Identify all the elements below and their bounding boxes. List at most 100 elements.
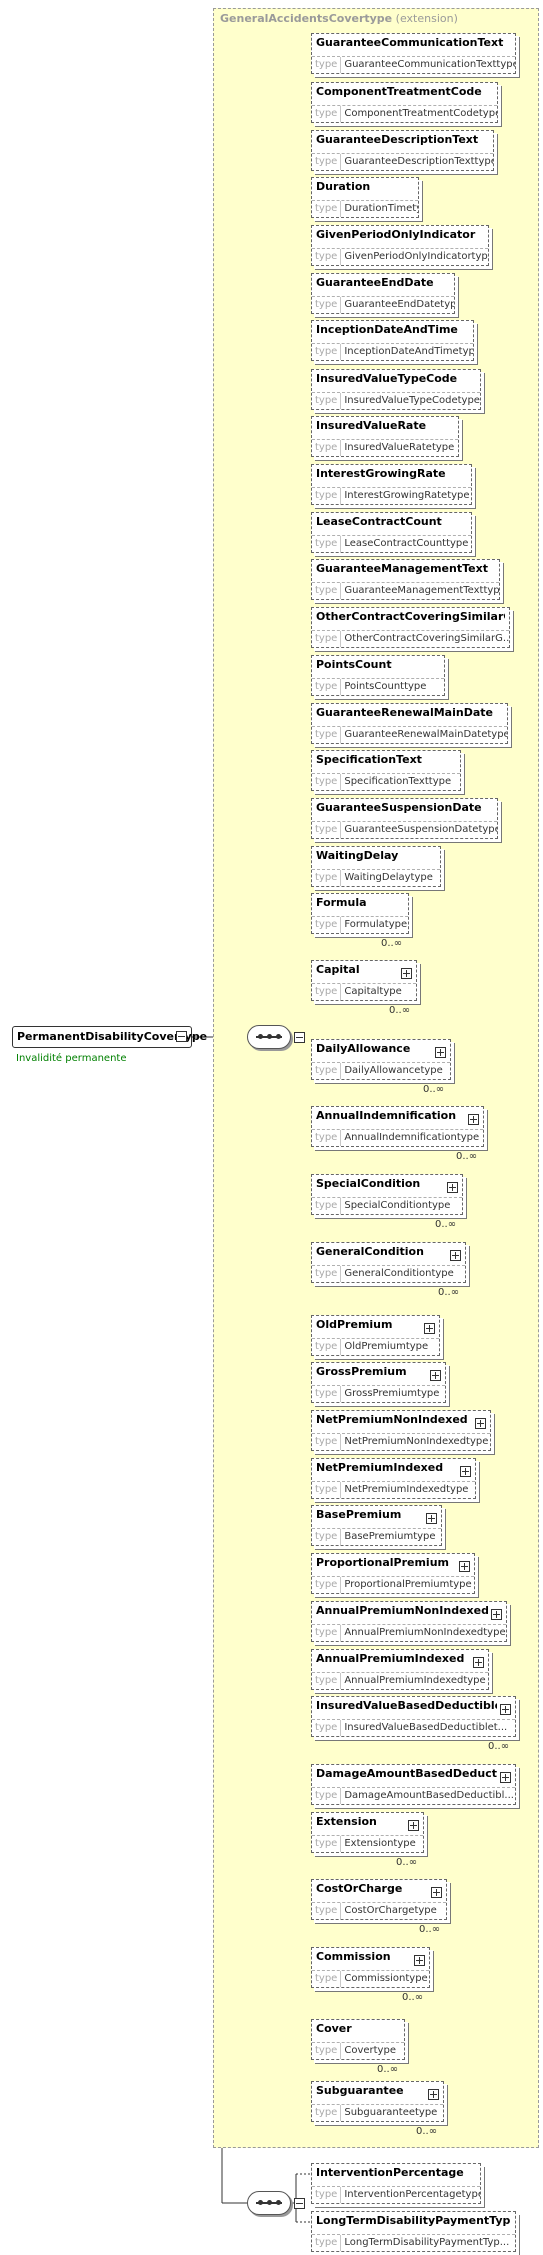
expand-icon[interactable]	[473, 1657, 484, 1668]
element-type-value: GuaranteeEndDatetype	[344, 299, 454, 310]
element-type-value: InceptionDateAndTimetype	[344, 346, 473, 357]
element-type-value: LongTermDisabilityPaymentTyp...	[344, 2237, 510, 2248]
element-name: Duration	[316, 180, 371, 193]
element-type-value: PointsCounttype	[344, 681, 427, 692]
expand-icon[interactable]	[401, 968, 412, 979]
expand-icon[interactable]	[468, 1114, 479, 1125]
element-name: GivenPeriodOnlyIndicator	[316, 228, 476, 241]
expand-icon[interactable]	[491, 1609, 502, 1620]
expand-icon[interactable]	[430, 1370, 441, 1381]
expand-icon[interactable]	[447, 1182, 458, 1193]
element-name: GrossPremium	[316, 1365, 407, 1378]
expand-icon[interactable]	[428, 2089, 439, 2100]
expand-icon[interactable]	[431, 1887, 442, 1898]
expand-icon[interactable]	[459, 1561, 470, 1572]
expand-icon[interactable]	[426, 1513, 437, 1524]
occurrence-label: 0..∞	[423, 1084, 445, 1095]
element-name: InterestGrowingRate	[316, 467, 446, 480]
element-name: GuaranteeCommunicationText	[316, 36, 504, 49]
type-key-label: type	[312, 917, 342, 933]
expand-icon[interactable]	[435, 1047, 446, 1058]
element-name: AnnualPremiumNonIndexed	[316, 1604, 488, 1617]
element-type-value: CostOrChargetype	[344, 1905, 437, 1916]
sequence-compositor-main[interactable]	[247, 1025, 291, 1049]
sequence-collapse-icon[interactable]	[294, 1032, 305, 1043]
occurrence-label: 0..∞	[381, 938, 403, 949]
element-name: GuaranteeRenewalMainDate	[316, 706, 493, 719]
element-name: PointsCount	[316, 658, 392, 671]
element-type-value: BasePremiumtype	[344, 1531, 436, 1542]
sequence-own-collapse-icon[interactable]	[294, 2198, 305, 2209]
element-name: WaitingDelay	[316, 849, 399, 862]
occurrence-label: 0..∞	[435, 1219, 457, 1230]
expand-icon[interactable]	[450, 1250, 461, 1261]
type-key-label: type	[312, 1625, 342, 1641]
expand-icon[interactable]	[460, 1466, 471, 1477]
sequence-compositor-own[interactable]	[247, 2191, 291, 2215]
expand-icon[interactable]	[475, 1418, 486, 1429]
type-key-label: type	[312, 1266, 342, 1282]
expand-icon[interactable]	[500, 1772, 511, 1783]
type-key-label: type	[312, 1788, 342, 1804]
element-box[interactable]: DamageAmountBasedDeductibletypeDamageAmo…	[311, 1764, 516, 1805]
type-key-label: type	[312, 870, 342, 886]
element-box[interactable]: DurationtypeDurationTimetype	[311, 177, 419, 218]
element-type-value: GrossPremiumtype	[344, 1388, 440, 1399]
expand-icon[interactable]	[414, 1955, 425, 1966]
root-element-box[interactable]: PermanentDisabilityCovertype	[12, 1026, 207, 1048]
collapse-icon[interactable]	[176, 1031, 187, 1042]
element-type-value: InsuredValueTypeCodetype	[344, 395, 480, 406]
type-key-label: type	[312, 201, 342, 217]
element-name: GeneralCondition	[316, 1245, 424, 1258]
element-name: SpecialCondition	[316, 1177, 421, 1190]
expand-icon[interactable]	[500, 1704, 511, 1715]
expand-icon[interactable]	[424, 1323, 435, 1334]
element-name: Cover	[316, 2022, 352, 2035]
type-key-label: type	[312, 1482, 342, 1498]
expand-icon[interactable]	[408, 1820, 419, 1831]
